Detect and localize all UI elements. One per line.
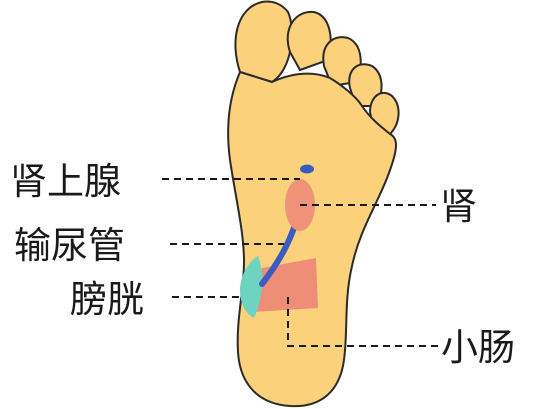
small-intestine-label: 小肠 <box>441 326 515 369</box>
adrenal-gland-zone <box>300 164 314 174</box>
bladder-zone <box>240 256 263 318</box>
ureter-label: 输尿管 <box>14 224 125 267</box>
big-toe <box>234 0 293 84</box>
bladder-label: 膀胱 <box>70 278 144 321</box>
adrenal-gland-label: 肾上腺 <box>10 160 121 203</box>
foot <box>227 0 400 408</box>
kidney-label: 肾 <box>440 185 477 228</box>
small-intestine-leader <box>287 297 438 347</box>
sole <box>227 70 397 408</box>
